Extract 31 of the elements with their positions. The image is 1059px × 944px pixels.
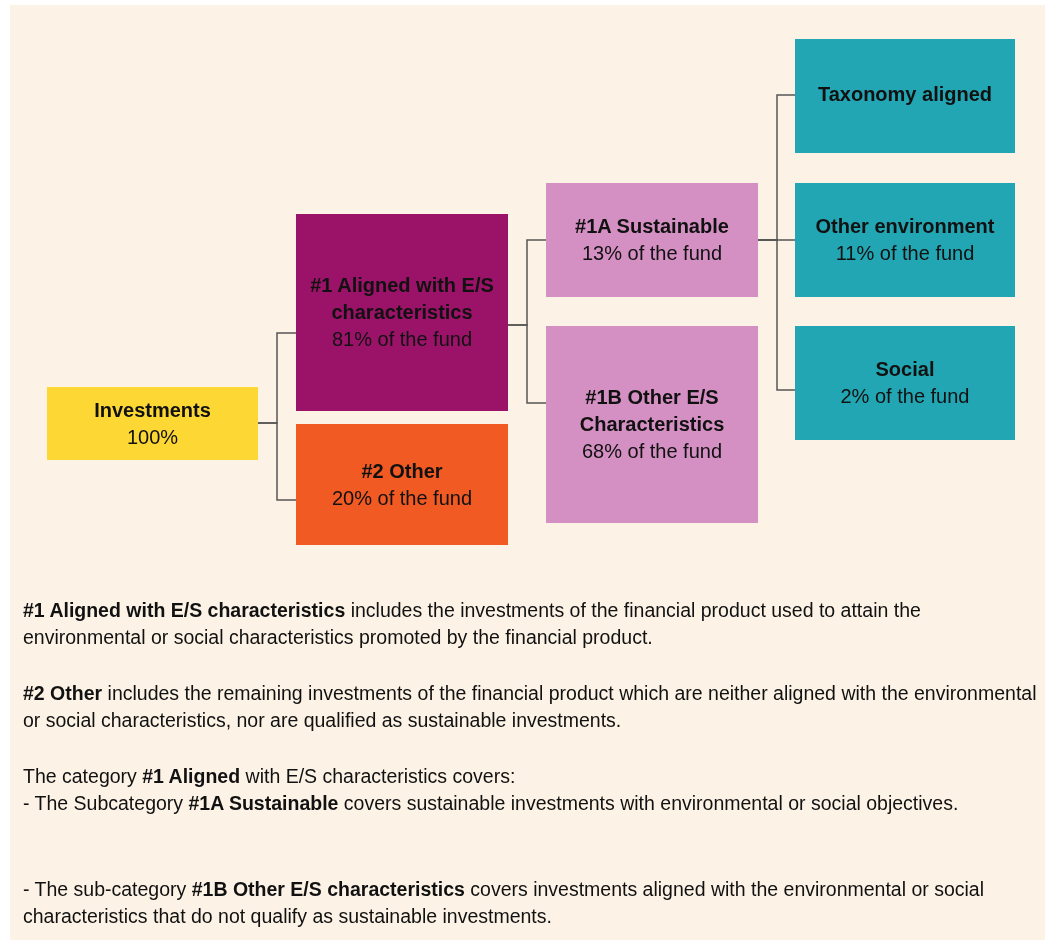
- description-paragraph: The category #1 Aligned with E/S characteristics covers:: [23, 764, 517, 789]
- description-paragraph: #2 Other includes the remaining investments of the financial product which are neither aligned with the environmental or social characteristics, nor are qualified as sustainable investments.: [23, 681, 1038, 733]
- node-heading: Other environment: [815, 214, 995, 239]
- node-heading: #2 Other: [361, 458, 443, 484]
- connector-line: [757, 239, 796, 391]
- node-value: 81% of the fund: [331, 327, 473, 352]
- node-value: 13% of the fund: [581, 241, 723, 266]
- node-heading: Investments: [94, 397, 211, 423]
- category-box: [296, 214, 508, 411]
- allocation-box: [795, 39, 1015, 153]
- description-paragraph: - The Subcategory #1A Sustainable covers sustainable investments with environmental or social objectives.: [23, 791, 960, 816]
- allocation-box: [795, 326, 1015, 440]
- subcategory-box: [546, 326, 758, 523]
- node-heading: Social: [875, 357, 935, 382]
- allocation-box: [795, 183, 1015, 297]
- connector-line: [257, 422, 297, 501]
- category-box: [296, 424, 508, 545]
- node-heading: Taxonomy aligned: [817, 82, 993, 107]
- subcategory-box: [546, 183, 758, 297]
- investments-box: [47, 387, 258, 460]
- description-paragraph: #1 Aligned with E/S characteristics includes the investments of the financial product used to attain the environmental or social characteristics promoted by the financial product.: [23, 598, 922, 650]
- connector-line: [507, 324, 547, 404]
- node-heading: #1B Other E/S Characteristics: [578, 385, 726, 437]
- node-heading: #1 Aligned with E/S characteristics: [309, 273, 495, 325]
- node-value: 20% of the fund: [331, 485, 473, 511]
- description-paragraph: - The sub-category #1B Other E/S characteristics covers investments aligned with the environmental or social characteristics that do not qualify as sustainable investments.: [23, 877, 986, 929]
- node-value: 2% of the fund: [840, 384, 970, 409]
- node-heading: #1A Sustainable: [575, 214, 729, 239]
- node-value: 68% of the fund: [581, 439, 723, 464]
- node-value: 11% of the fund: [835, 241, 975, 266]
- node-value: 100%: [126, 424, 179, 450]
